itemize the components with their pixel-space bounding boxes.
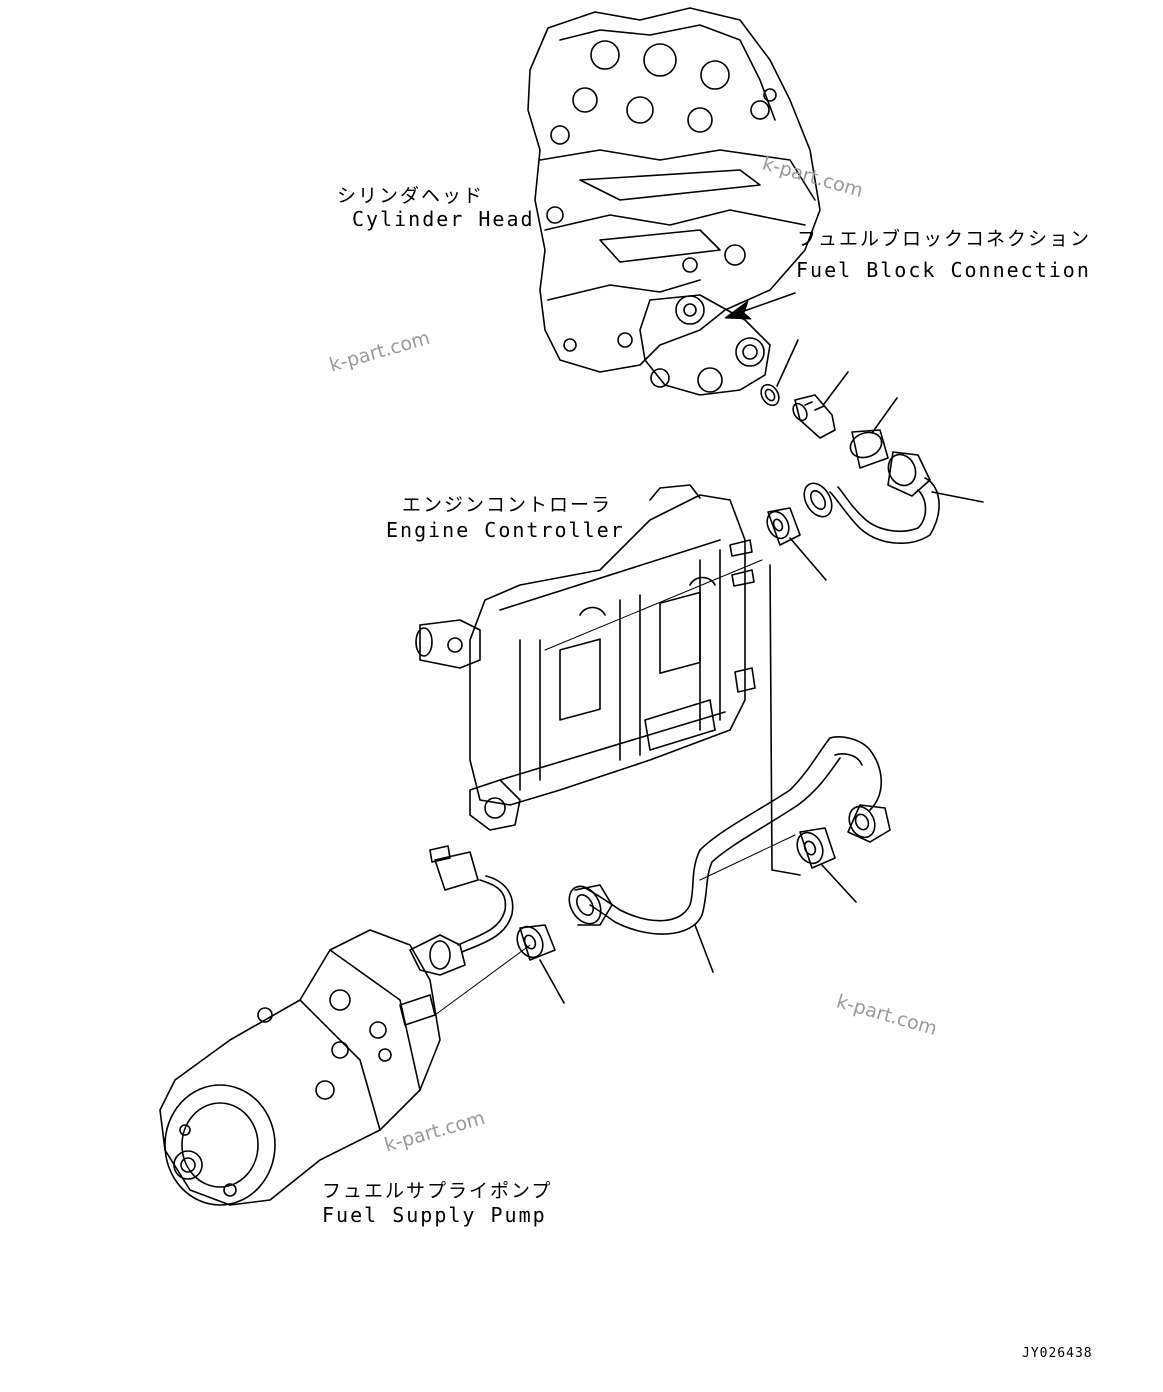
fuel-supply-pump-label-en: Fuel Supply Pump bbox=[322, 1203, 547, 1227]
engine-controller-label-en: Engine Controller bbox=[386, 518, 625, 542]
lower-fuel-tube bbox=[516, 736, 891, 961]
fuel-block-connection-label-jp: フュエルブロックコネクション bbox=[797, 228, 1092, 250]
fuel-block-arrow bbox=[724, 300, 752, 320]
drawing-code: JY026438 bbox=[1022, 1346, 1093, 1361]
cylinder-head-drawing bbox=[527, 7, 821, 396]
fuel-supply-pump-label-jp: フュエルサプライポンプ bbox=[322, 1180, 553, 1202]
engine-controller-drawing bbox=[415, 484, 756, 831]
engine-controller-label-jp: エンジンコントローラ bbox=[402, 494, 613, 516]
cylinder-head-label-en: Cylinder Head bbox=[352, 207, 535, 231]
fuel-block-connection-label-en: Fuel Block Connection bbox=[796, 258, 1091, 282]
fuel-block-fittings bbox=[760, 383, 940, 546]
callout-lines bbox=[434, 292, 984, 1016]
fuel-supply-pump-drawing bbox=[159, 845, 514, 1206]
cylinder-head-label-jp: シリンダヘッド bbox=[337, 185, 485, 207]
assembly-leader bbox=[769, 564, 801, 876]
